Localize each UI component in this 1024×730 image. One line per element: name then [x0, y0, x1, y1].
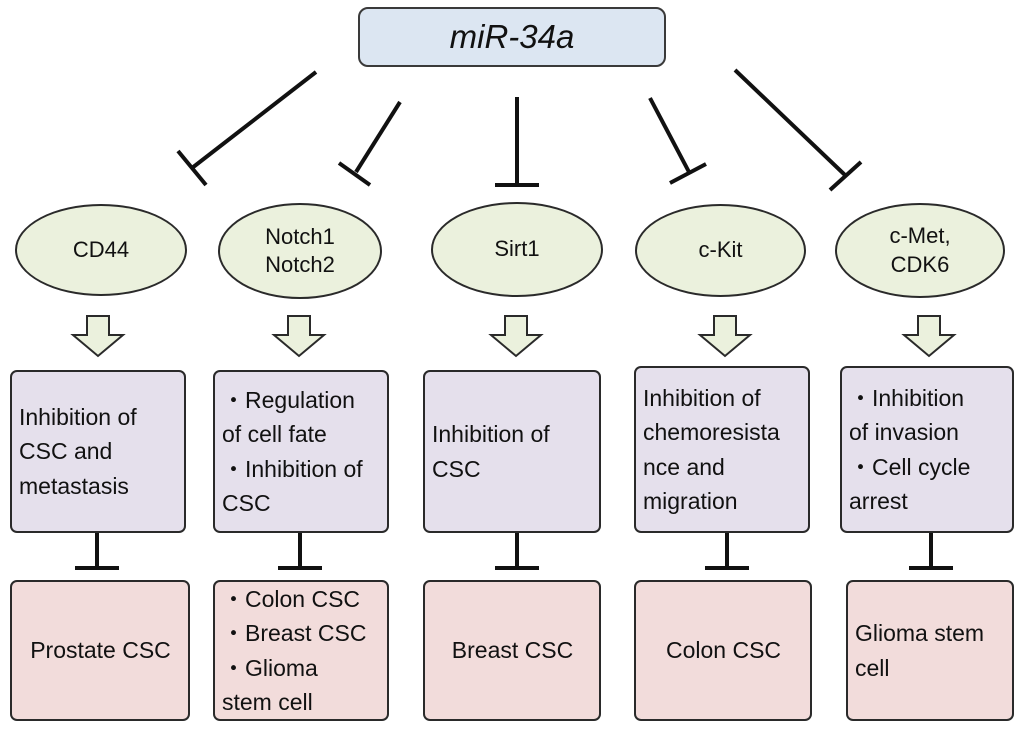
target-box-ckit: Colon CSC: [634, 580, 812, 721]
down-arrow-icon: [488, 315, 544, 358]
target-text: Breast CSC: [452, 633, 573, 668]
text-line: ・Inhibition: [849, 384, 965, 411]
text-line: Colon CSC: [665, 637, 782, 664]
inhibition-bar-ckit: [669, 162, 707, 185]
mechanism-box-cmet: ・Inhibition of invasion ・Cell cycle arrest: [840, 366, 1014, 533]
target-box-sirt1: Breast CSC: [423, 580, 601, 721]
text-line: ・Cell cycle: [849, 453, 971, 480]
down-arrow-icon: [70, 315, 126, 358]
text-line: Notch2: [265, 252, 335, 277]
gene-node-sirt1: Sirt1: [431, 202, 603, 297]
mechanism-box-cd44: Inhibition of CSC and metastasis: [10, 370, 186, 533]
text-line: Sirt1: [494, 236, 540, 262]
root-node-mir34a: miR-34a: [358, 7, 666, 67]
text-line: metastasis: [19, 472, 129, 499]
gene-label: CD44: [73, 236, 129, 264]
inhibition-connector-cd44: [190, 70, 318, 170]
text-line: CSC: [222, 490, 271, 516]
target-text: Glioma stem cell: [855, 616, 1006, 685]
text-line: c-Met,: [889, 223, 951, 249]
target-text: ・Colon CSC ・Breast CSC ・Glioma stem cell: [222, 582, 381, 720]
target-text: Prostate CSC: [30, 633, 171, 668]
gene-node-cmet: c-Met,CDK6: [835, 203, 1005, 298]
text-line: of invasion: [849, 419, 959, 445]
text-line: ・Colon CSC: [222, 585, 361, 612]
mechanism-text: Inhibition of CSC: [432, 417, 593, 486]
text-line: Inhibition of: [19, 403, 137, 430]
text-line: chemoresista: [643, 419, 780, 445]
target-box-cmet: Glioma stem cell: [846, 580, 1014, 721]
text-line: cell: [855, 654, 890, 681]
mechanism-text: Inhibition of chemoresista nce and migratio…: [643, 381, 802, 519]
target-box-notch: ・Colon CSC ・Breast CSC ・Glioma stem cell: [213, 580, 389, 721]
inhibition-bar-notch: [337, 161, 372, 187]
inhibition-bar-cd44: [176, 149, 208, 187]
gene-label: Sirt1: [494, 235, 539, 263]
down-arrow-icon: [697, 315, 753, 358]
text-line: CSC and: [19, 438, 113, 465]
text-line: Glioma stem: [855, 620, 985, 646]
target-box-cd44: Prostate CSC: [10, 580, 190, 721]
text-line: CSC: [432, 455, 481, 482]
text-line: ・Inhibition of: [222, 455, 363, 482]
text-line: Notch1: [265, 223, 335, 249]
mechanism-text: Inhibition of CSC and metastasis: [19, 400, 178, 504]
inhibition-bar-cmet: [828, 160, 863, 192]
gene-label: c-Kit: [699, 236, 743, 264]
text-line: ・Regulation: [222, 386, 355, 413]
text-line: migration: [643, 488, 738, 514]
mechanism-box-sirt1: Inhibition of CSC: [423, 370, 601, 533]
text-line: ・Glioma: [222, 654, 318, 681]
text-line: CD44: [72, 236, 130, 262]
text-line: of cell fate: [222, 421, 327, 447]
text-line: Inhibition of: [643, 384, 761, 411]
inhibition-connector-notch: [354, 100, 402, 174]
text-line: Prostate CSC: [30, 637, 171, 664]
text-line: Inhibition of: [432, 421, 550, 447]
text-line: CDK6: [890, 251, 950, 277]
text-line: Breast CSC: [451, 637, 574, 664]
text-line: c-Kit: [698, 237, 743, 263]
gene-label: c-Met,CDK6: [889, 222, 950, 278]
gene-node-ckit: c-Kit: [635, 204, 806, 297]
mechanism-box-notch: ・Regulation of cell fate ・Inhibition of CSC: [213, 370, 389, 533]
target-text: Colon CSC: [666, 633, 781, 668]
inhibition-connector-ckit: [648, 97, 691, 173]
down-arrow-icon: [271, 315, 327, 358]
gene-node-cd44: CD44: [15, 204, 187, 296]
down-arrow-icon: [901, 315, 957, 358]
text-line: stem cell: [222, 689, 313, 715]
mechanism-text: ・Inhibition of invasion ・Cell cycle arrest: [849, 381, 1006, 519]
mechanism-text: ・Regulation of cell fate ・Inhibition of CSC: [222, 383, 381, 521]
text-line: arrest: [849, 488, 908, 514]
text-line: ・Breast CSC: [222, 620, 367, 646]
mechanism-box-ckit: Inhibition of chemoresista nce and migratio…: [634, 366, 810, 533]
inhibition-connector-cmet: [733, 68, 848, 178]
text-line: nce and: [643, 453, 725, 480]
root-label: miR-34a: [449, 18, 575, 55]
